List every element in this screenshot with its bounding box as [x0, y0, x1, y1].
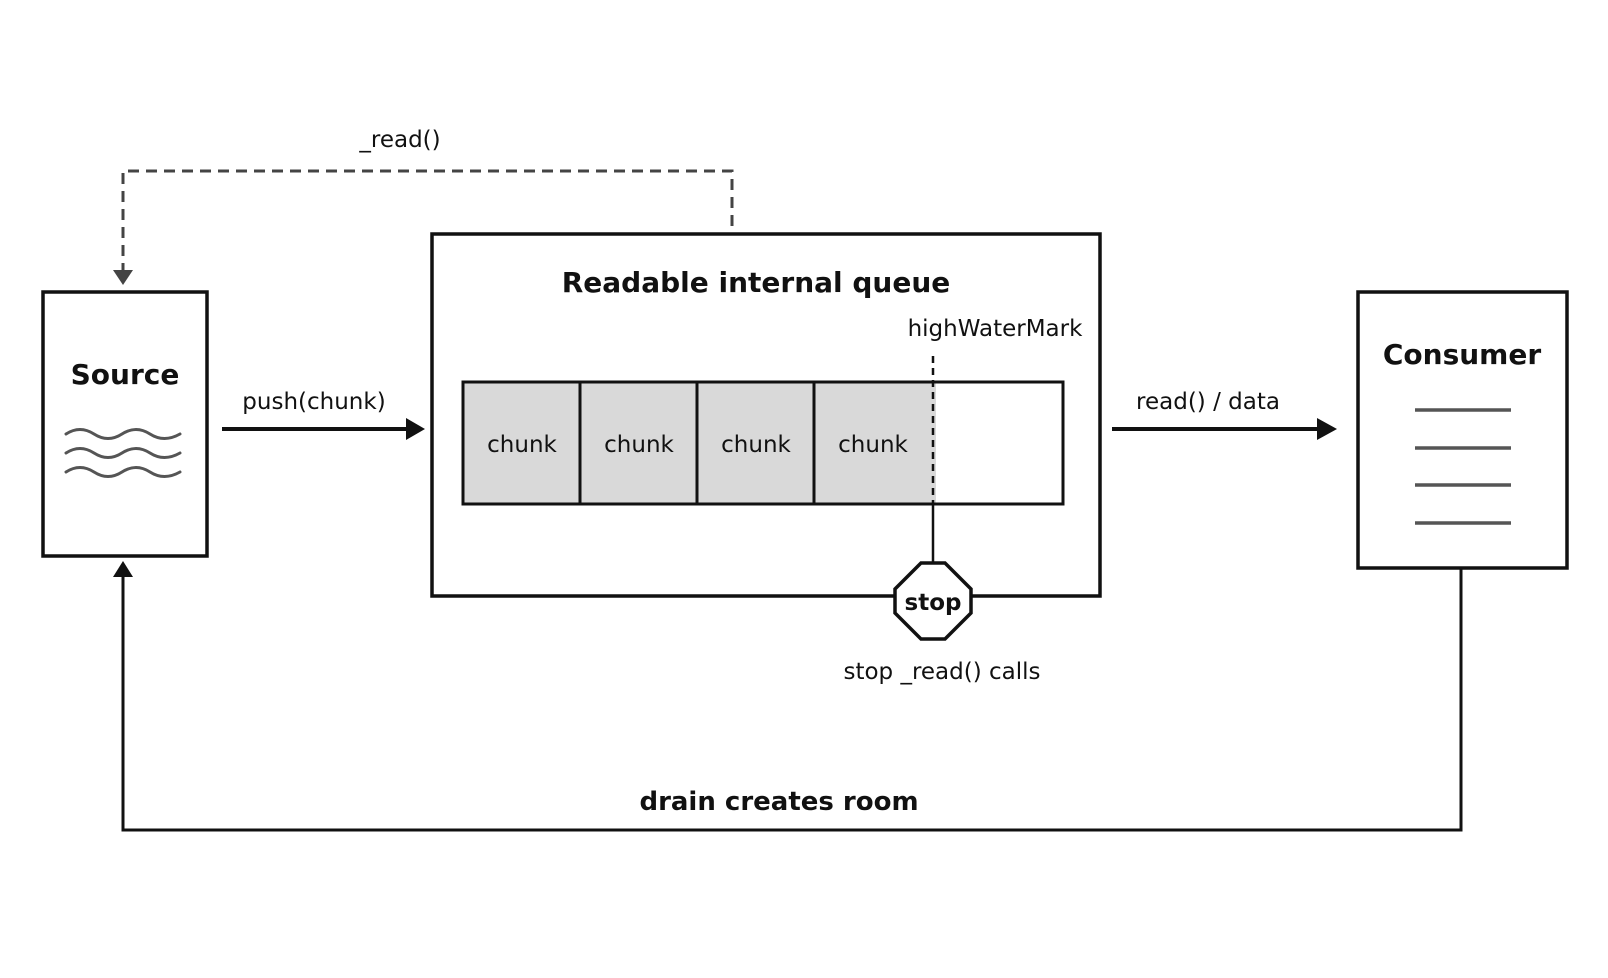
- drain-label: drain creates room: [639, 787, 918, 817]
- stop-sign-icon: stop: [893, 561, 973, 641]
- read-call-label: _read(): [358, 127, 440, 153]
- waves-icon: [64, 428, 182, 478]
- high-water-mark-label: highWaterMark: [908, 316, 1084, 342]
- lines-icon: [1415, 408, 1511, 525]
- drain-arrowhead: [113, 561, 133, 577]
- read-data-arrowhead: [1317, 418, 1337, 440]
- push-connector: [222, 418, 425, 440]
- stop-sign-text: stop: [905, 590, 962, 616]
- source-title: Source: [71, 358, 180, 391]
- read-call-feedback-connector: [113, 169, 734, 285]
- consumer-node: Consumer: [1356, 290, 1569, 570]
- read-data-label: read() / data: [1136, 389, 1280, 415]
- source-node: Source: [41, 290, 209, 558]
- drain-feedback-connector: [113, 561, 1463, 832]
- stop-caption: stop _read() calls: [843, 659, 1040, 685]
- consumer-title: Consumer: [1383, 338, 1541, 371]
- chunk-cell-4: chunk: [838, 432, 908, 458]
- push-arrowhead: [406, 418, 425, 440]
- readable-queue-node: Readable internal queue chunk chunk chun…: [430, 232, 1102, 598]
- chunk-cell-2: chunk: [604, 432, 674, 458]
- chunk-cell-3: chunk: [721, 432, 791, 458]
- queue-filled-region: [463, 382, 936, 504]
- push-label: push(chunk): [242, 389, 385, 415]
- read-data-connector: [1112, 418, 1337, 440]
- read-call-arrowhead: [113, 270, 133, 285]
- queue-title: Readable internal queue: [562, 266, 951, 299]
- chunk-cell-1: chunk: [487, 432, 557, 458]
